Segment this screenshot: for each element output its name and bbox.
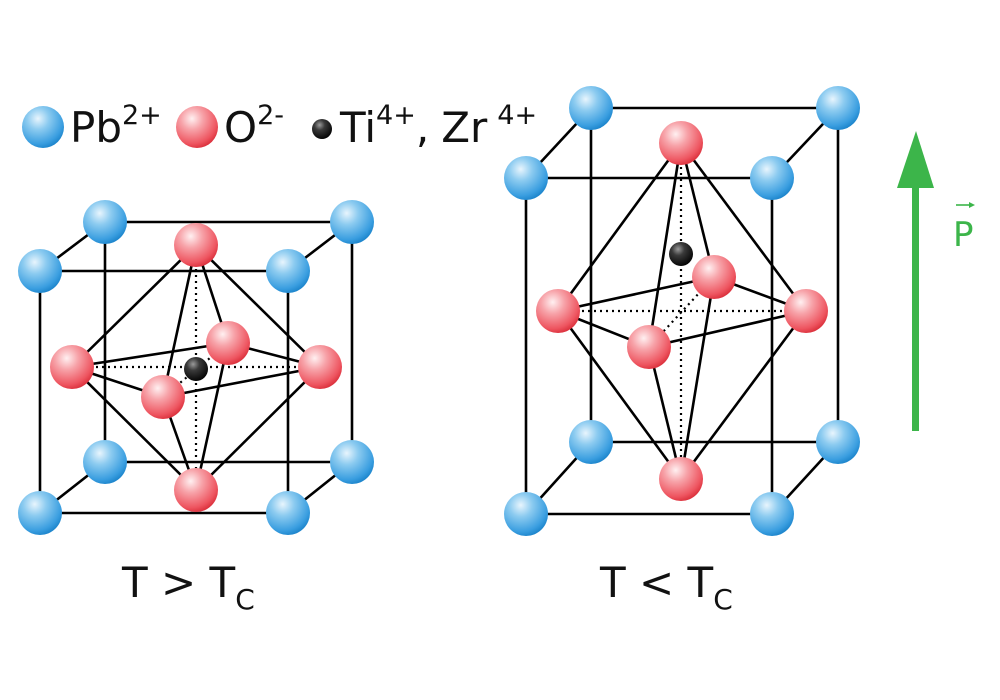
o-atom-right <box>298 345 342 389</box>
pb-atom <box>266 491 310 535</box>
o-legend-label: O2- <box>224 100 284 152</box>
cubic-cell: T > TC <box>18 200 374 616</box>
o-atom-front <box>627 325 671 369</box>
ti-atom <box>669 242 693 266</box>
pb-legend-icon <box>22 106 64 148</box>
pb-legend-label: Pb2+ <box>70 100 162 152</box>
ti-legend-icon <box>312 119 332 139</box>
pb-atom <box>18 491 62 535</box>
pb-atom <box>569 420 613 464</box>
polarization-arrow: P <box>897 131 975 431</box>
pb-atom <box>83 440 127 484</box>
pb-atom <box>504 156 548 200</box>
o-atom-left <box>536 289 580 333</box>
tetragonal-cell-caption: T < TC <box>599 558 733 616</box>
ti-atom <box>184 357 208 381</box>
tetragonal-cell: T < TC <box>504 86 860 616</box>
pb-atom <box>569 86 613 130</box>
arrow-up-icon <box>897 131 934 188</box>
o-atom-top <box>174 223 218 267</box>
arrow-shaft <box>912 186 919 431</box>
o-atom-back <box>206 321 250 365</box>
pb-atom <box>266 249 310 293</box>
polarization-label: P <box>953 215 974 255</box>
pb-atom <box>18 249 62 293</box>
cubic-cell-caption: T > TC <box>121 558 255 616</box>
pb-atom <box>83 200 127 244</box>
pb-atom <box>816 86 860 130</box>
pb-atom <box>816 420 860 464</box>
pb-atom <box>330 440 374 484</box>
pb-atom <box>330 200 374 244</box>
o-atom-top <box>659 121 703 165</box>
pb-atom <box>750 492 794 536</box>
vector-tip-icon <box>969 202 975 208</box>
o-atom-bottom <box>659 457 703 501</box>
o-legend-icon <box>176 106 218 148</box>
o-atom-right <box>784 289 828 333</box>
pb-atom <box>750 156 794 200</box>
o-atom-left <box>50 345 94 389</box>
o-atom-bottom <box>174 468 218 512</box>
pb-atom <box>504 492 548 536</box>
o-atom-front <box>141 375 185 419</box>
o-atom-back <box>692 255 736 299</box>
